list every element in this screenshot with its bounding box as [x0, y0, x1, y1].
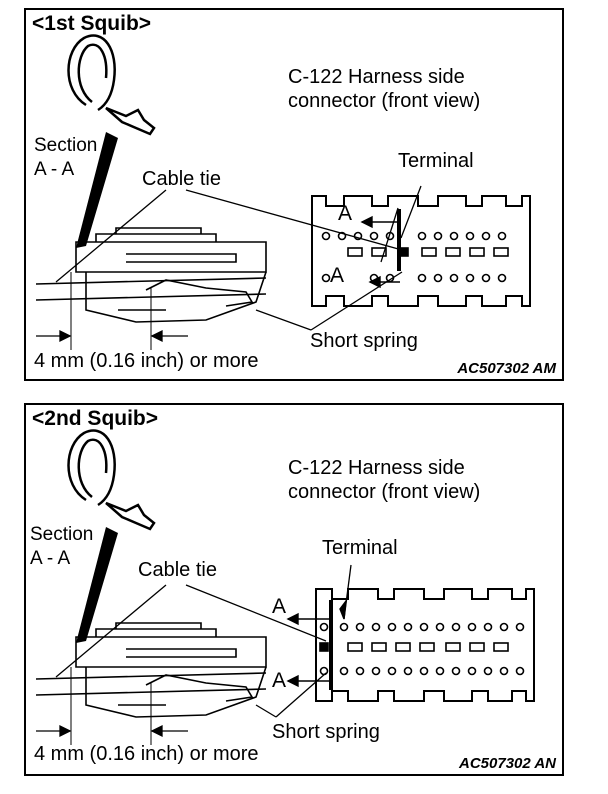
measurement-arrows	[36, 724, 188, 738]
connector-label-line2: connector (front view)	[288, 90, 481, 112]
connector-label-line1: C-122 Harness side	[288, 66, 465, 88]
measurement-arrows	[36, 329, 188, 343]
section-marker-bottom: A	[330, 264, 345, 287]
cable-assembly	[35, 622, 267, 745]
section-label-line2: A - A	[30, 548, 71, 569]
connector-terminal-holes	[319, 622, 525, 676]
section-marker-top: A	[338, 202, 353, 225]
figure-code: AC507302 AN	[459, 755, 556, 772]
cable-assembly	[35, 227, 267, 350]
section-marker-bottom: A	[272, 669, 287, 692]
squib-2-panel: <2nd Squib> C-122 Harness side connector…	[24, 403, 564, 776]
panel-title: <1st Squib>	[32, 12, 152, 35]
section-pointer	[76, 132, 118, 248]
squib-1-panel: <1st Squib> C-122 Harness side connector…	[24, 8, 564, 381]
terminal-label: Terminal	[322, 537, 398, 559]
measurement-label: 4 mm (0.16 inch) or more	[34, 350, 259, 372]
section-label-line1: Section	[34, 135, 98, 156]
cable-tie-label: Cable tie	[142, 168, 221, 190]
short-spring-label: Short spring	[310, 330, 418, 352]
section-pointer	[76, 527, 118, 643]
connector-terminal-holes	[321, 231, 509, 283]
connector-front-view	[315, 588, 535, 702]
terminal-label: Terminal	[398, 150, 474, 172]
connector-front-view	[311, 195, 531, 307]
cable-tie-icon	[67, 34, 156, 136]
section-arrows	[360, 215, 400, 289]
cable-tie-icon	[67, 429, 156, 531]
cable-tie-label: Cable tie	[138, 559, 217, 581]
section-arrows	[286, 598, 347, 688]
short-spring-label: Short spring	[272, 721, 380, 743]
section-marker-top: A	[272, 595, 287, 618]
connector-label-line2: connector (front view)	[288, 481, 481, 503]
section-label-line1: Section	[30, 524, 94, 545]
connector-label-line1: C-122 Harness side	[288, 457, 465, 479]
squib-2-illustration	[35, 429, 535, 745]
squib-1-illustration	[35, 34, 531, 350]
measurement-label: 4 mm (0.16 inch) or more	[34, 743, 259, 765]
figure-code: AC507302 AM	[457, 360, 556, 377]
panel-title: <2nd Squib>	[32, 407, 159, 430]
section-label-line2: A - A	[34, 159, 75, 180]
